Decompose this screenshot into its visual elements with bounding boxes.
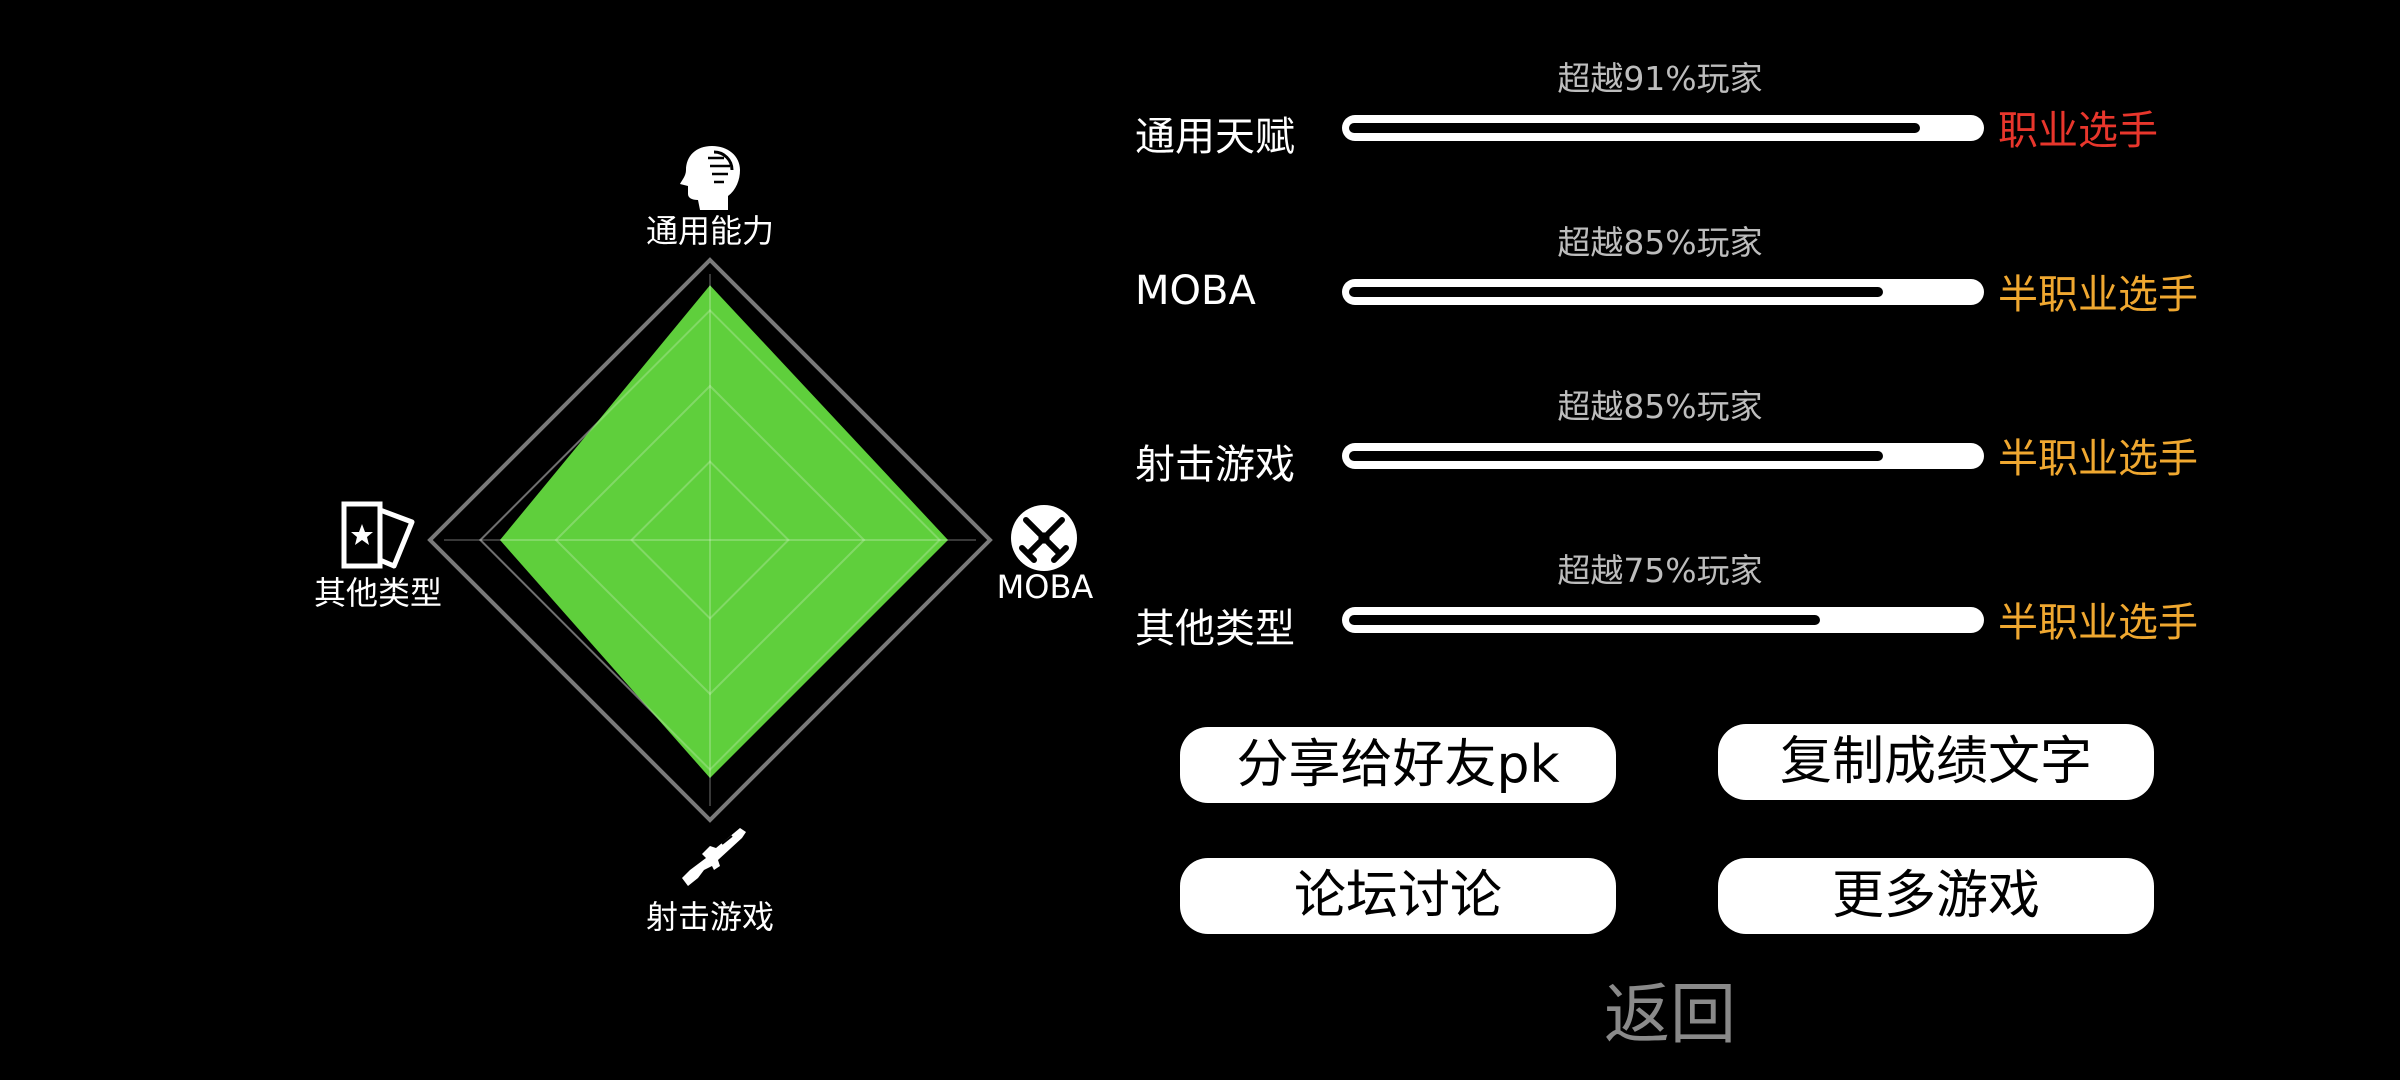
radar-chart [427, 257, 993, 823]
stat-row-general: 通用天赋 超越91%玩家 职业选手 [1130, 52, 2230, 172]
stat-rank: 半职业选手 [1998, 600, 2198, 646]
stat-progress-fill [1349, 451, 1883, 461]
stat-rank: 半职业选手 [1998, 436, 2198, 482]
stat-name: 其他类型 [1135, 606, 1295, 652]
stat-row-other: 其他类型 超越75%玩家 半职业选手 [1130, 544, 2230, 664]
axis-label-moba: MOBA [996, 568, 1094, 606]
crossed-swords-icon [1011, 505, 1077, 571]
stat-progress-bar [1342, 443, 1984, 469]
radar-spokes [444, 274, 976, 806]
stat-row-moba: MOBA 超越85%玩家 半职业选手 [1130, 216, 2230, 336]
radar-grid-ring-overlay [630, 460, 790, 620]
stat-name: 通用天赋 [1135, 114, 1295, 160]
forum-discussion-button[interactable]: 论坛讨论 [1180, 858, 1616, 934]
radar-outline [427, 257, 993, 823]
stat-progress-fill [1349, 287, 1883, 297]
stat-rank: 半职业选手 [1998, 272, 2198, 318]
stat-percentile-text: 超越85%玩家 [1557, 223, 1763, 262]
stat-percentile-text: 超越91%玩家 [1557, 59, 1763, 98]
axis-label-general: 通用能力 [645, 212, 774, 250]
stat-progress-bar [1342, 115, 1984, 141]
rifle-icon [682, 828, 746, 886]
copy-result-text-button[interactable]: 复制成绩文字 [1718, 724, 2154, 800]
stat-percentile-text: 超越85%玩家 [1557, 387, 1763, 426]
stat-name: MOBA [1135, 268, 1256, 314]
stat-progress-bar [1342, 279, 1984, 305]
radar-grid-ring-overlay [478, 308, 942, 772]
stat-progress-fill [1349, 615, 1820, 625]
card-star-icon [341, 501, 415, 569]
axis-label-shooter: 射击游戏 [645, 898, 774, 936]
axis-label-other: 其他类型 [313, 574, 442, 612]
more-games-button[interactable]: 更多游戏 [1718, 858, 2154, 934]
radar-grid-ring-overlay [554, 384, 866, 696]
stat-progress-bar [1342, 607, 1984, 633]
back-button[interactable]: 返回 [1604, 976, 1736, 1053]
stat-row-shooter: 射击游戏 超越85%玩家 半职业选手 [1130, 380, 2230, 500]
stat-percentile-text: 超越75%玩家 [1557, 551, 1763, 590]
share-to-friend-button[interactable]: 分享给好友pk [1180, 727, 1616, 803]
head-profile-icon [680, 146, 740, 210]
radar-area [500, 285, 948, 778]
stat-rank: 职业选手 [1998, 108, 2158, 154]
stat-name: 射击游戏 [1135, 442, 1295, 488]
stat-progress-fill [1349, 123, 1920, 133]
